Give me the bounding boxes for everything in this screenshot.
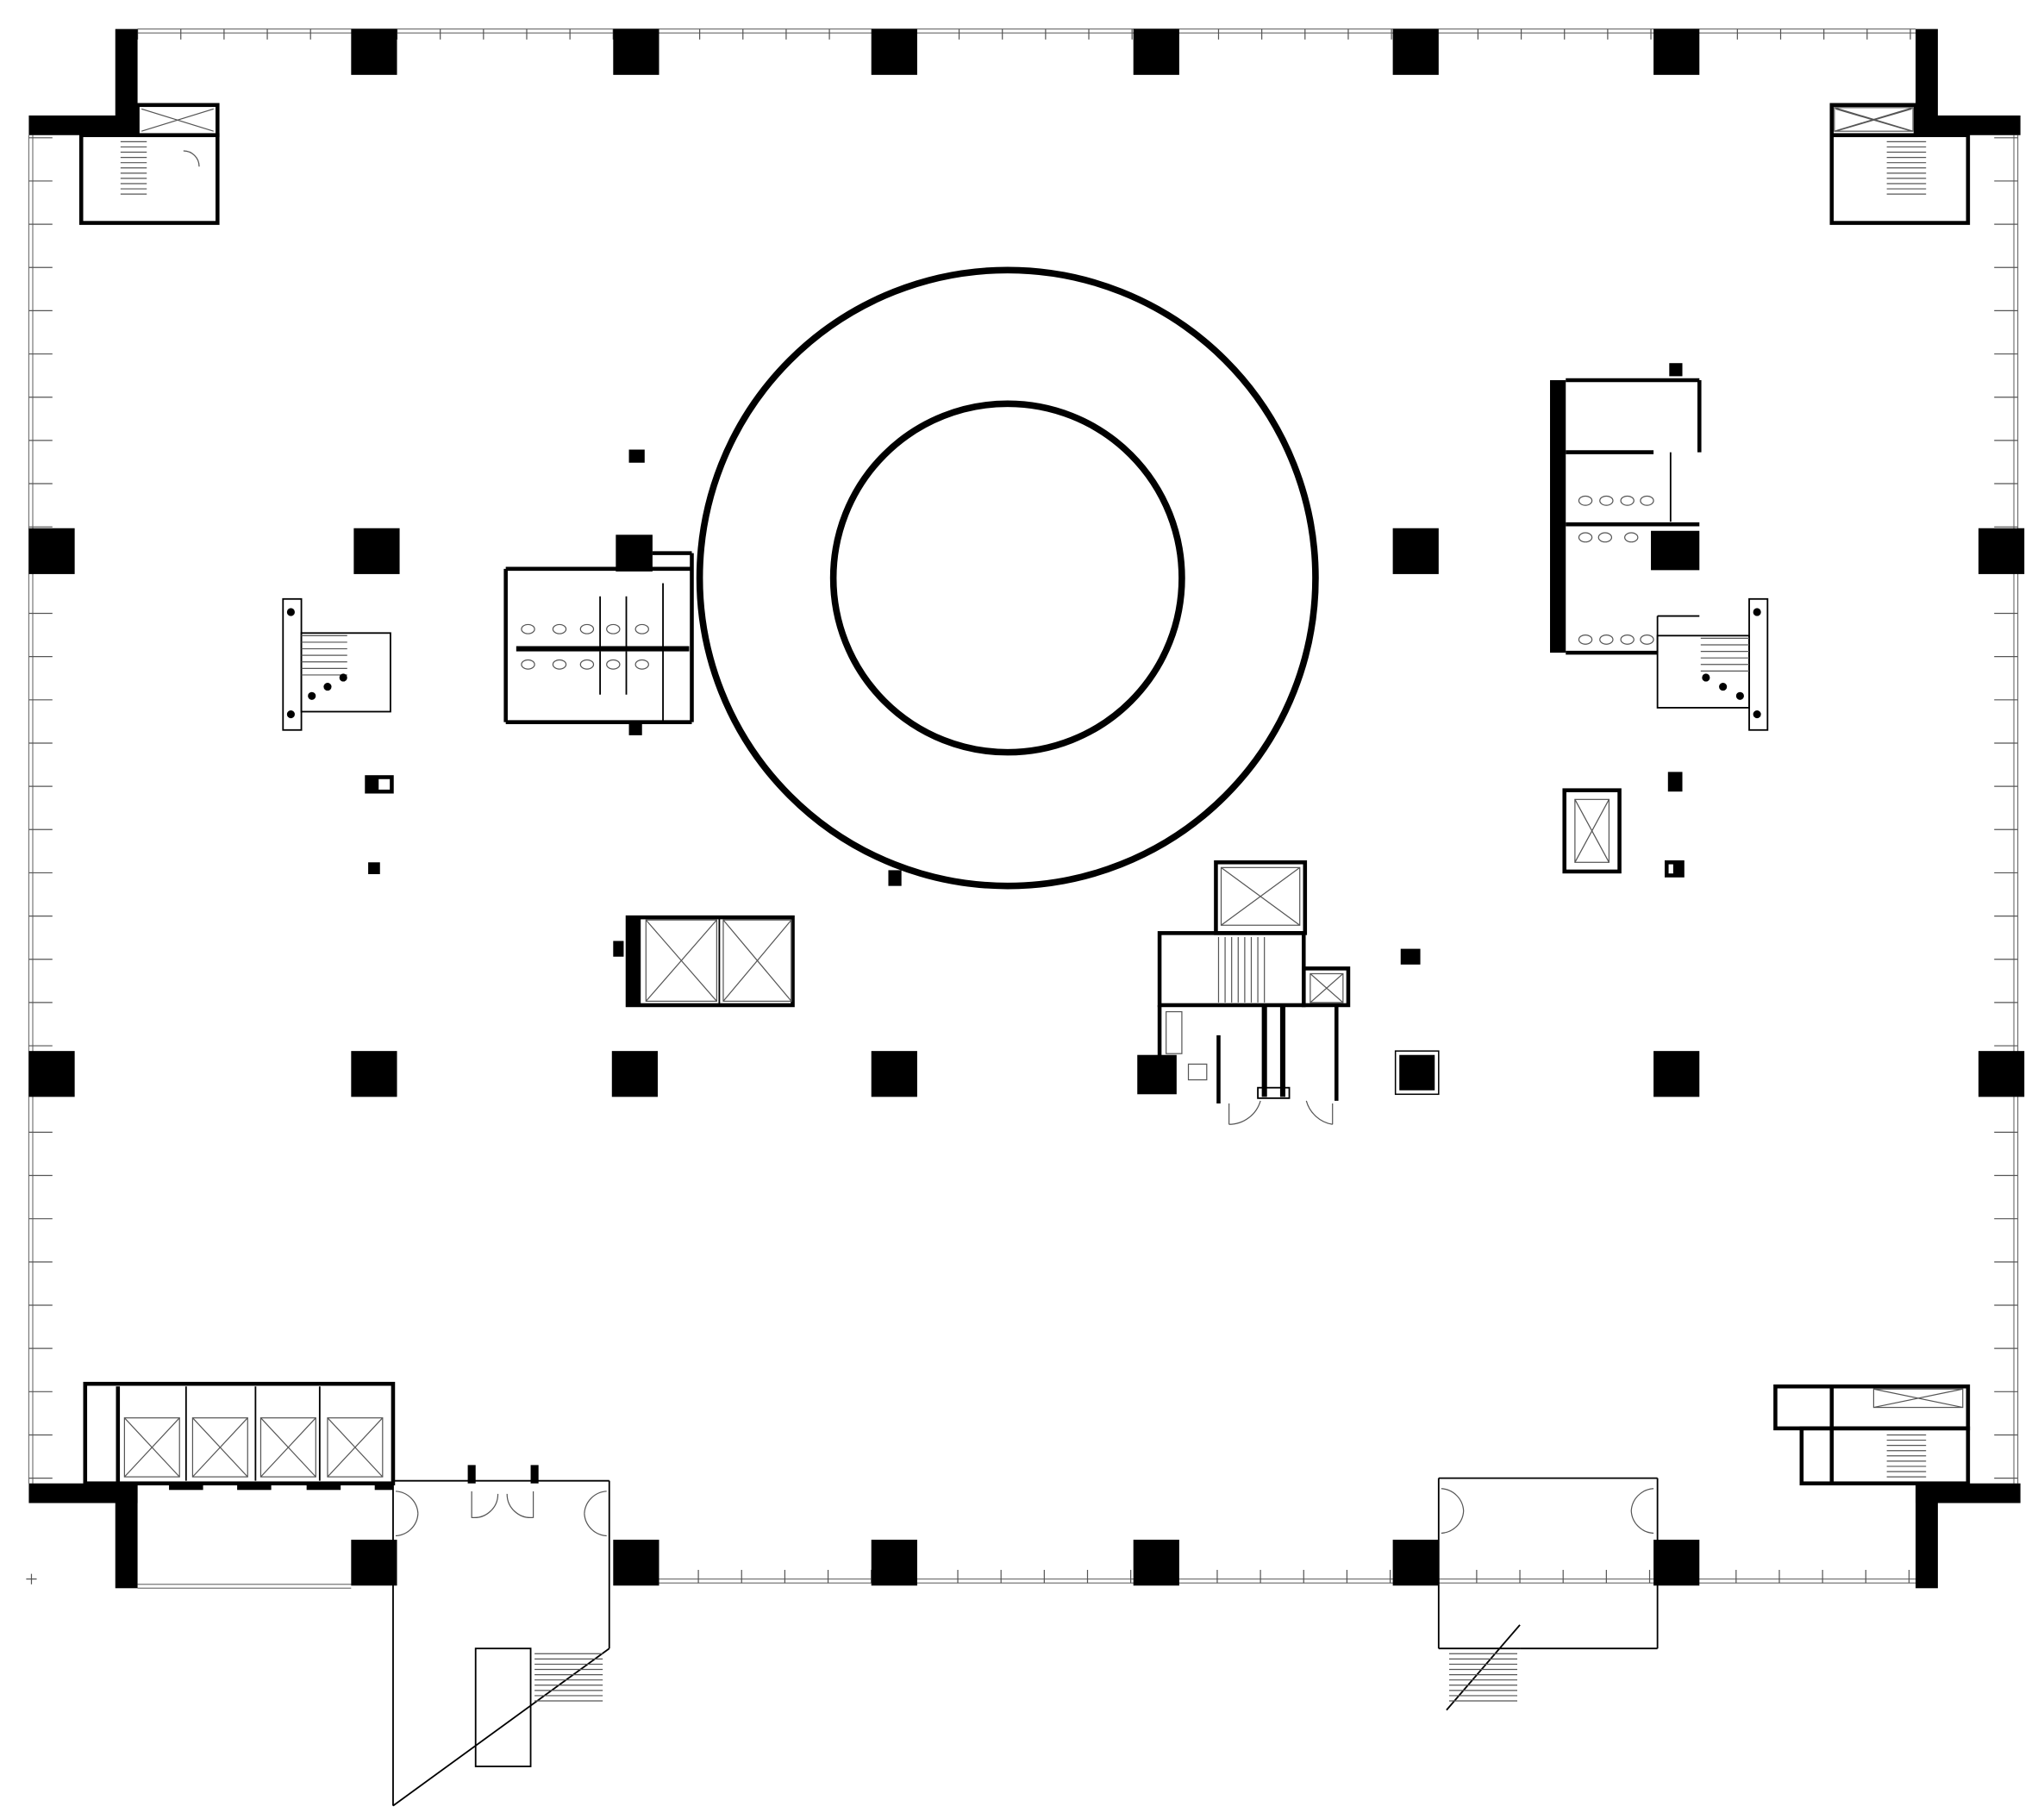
- column: [871, 28, 917, 75]
- elevator-car: [1574, 798, 1610, 863]
- entrance-vestibule-left: [392, 1465, 610, 1807]
- toilet-fixture: [634, 623, 649, 634]
- column: [28, 528, 75, 574]
- perimeter-curtain-wall: [28, 28, 2019, 1589]
- elevator-car: [1310, 972, 1344, 1003]
- column: [1978, 1051, 2025, 1097]
- structural-columns: [28, 28, 2025, 1586]
- elevator-car: [123, 1417, 180, 1478]
- toilet-fixture: [1640, 495, 1654, 506]
- column: [611, 1051, 658, 1097]
- toilet-fixture: [1624, 532, 1639, 543]
- toilet-fixture: [606, 659, 621, 670]
- elevator-car: [327, 1417, 384, 1478]
- column: [1399, 1054, 1435, 1091]
- atrium-ring: [696, 266, 1319, 890]
- column: [1133, 28, 1179, 75]
- elevator-car: [1834, 107, 1914, 132]
- toilet-fixture: [606, 623, 621, 634]
- stair-right: [1656, 597, 1769, 731]
- column: [351, 1051, 397, 1097]
- elevator-shafts: [123, 107, 1964, 1478]
- stair-top-left: [78, 103, 220, 225]
- toilet-fixture: [552, 623, 567, 634]
- restroom-core-left: [503, 449, 694, 735]
- column: [1653, 28, 1700, 75]
- service-core-center: [1137, 860, 1351, 1125]
- elevator-pair-center-left: [613, 915, 795, 1008]
- column: [871, 1540, 917, 1586]
- column: [871, 1051, 917, 1097]
- corner-walls: [28, 28, 2021, 1589]
- entrance-vestibule-right: [1437, 1477, 1659, 1711]
- toilet-fixture: [521, 623, 535, 634]
- elevator-car: [645, 919, 717, 1002]
- toilet-fixture: [1578, 532, 1593, 543]
- toilet-fixture: [1578, 495, 1593, 506]
- toilet-fixture: [579, 659, 595, 670]
- stair-bottom-right: [1773, 1384, 1971, 1485]
- toilet-fixture: [1620, 634, 1635, 645]
- small-shafts: [26, 772, 1685, 1585]
- elevator-car: [1220, 866, 1301, 926]
- elevator-car: [259, 1417, 316, 1478]
- column: [1392, 1540, 1439, 1586]
- column-outline: [1394, 1050, 1440, 1096]
- column: [613, 1540, 659, 1586]
- column: [1392, 528, 1439, 574]
- toilet-fixture: [552, 659, 567, 670]
- toilet-fixture: [1599, 495, 1614, 506]
- elevator-car: [722, 919, 792, 1002]
- column: [1653, 1540, 1700, 1586]
- column: [353, 528, 400, 574]
- column: [351, 1540, 397, 1586]
- column: [1133, 1540, 1179, 1586]
- elevator-single-right: [1562, 788, 1622, 874]
- restroom-core-right: [1550, 363, 1702, 655]
- column: [1978, 528, 2025, 574]
- toilet-fixture: [1597, 532, 1613, 543]
- window-mullions: [28, 28, 2018, 1584]
- toilet-fixture: [521, 659, 535, 670]
- column: [613, 28, 659, 75]
- elevator-bank-bottom-left: [83, 1381, 396, 1491]
- elevator-car: [191, 1417, 248, 1478]
- elevator-car: [1872, 1388, 1964, 1409]
- toilet-fixture: [1620, 495, 1635, 506]
- toilet-fixture: [579, 623, 595, 634]
- toilet-fixture: [1599, 634, 1614, 645]
- toilet-fixture: [1578, 634, 1593, 645]
- column: [351, 28, 397, 75]
- stair-left: [282, 597, 391, 731]
- column: [1392, 28, 1439, 75]
- column: [28, 1051, 75, 1097]
- toilet-fixture: [634, 659, 649, 670]
- column: [1653, 1051, 1700, 1097]
- toilet-fixture: [1640, 634, 1654, 645]
